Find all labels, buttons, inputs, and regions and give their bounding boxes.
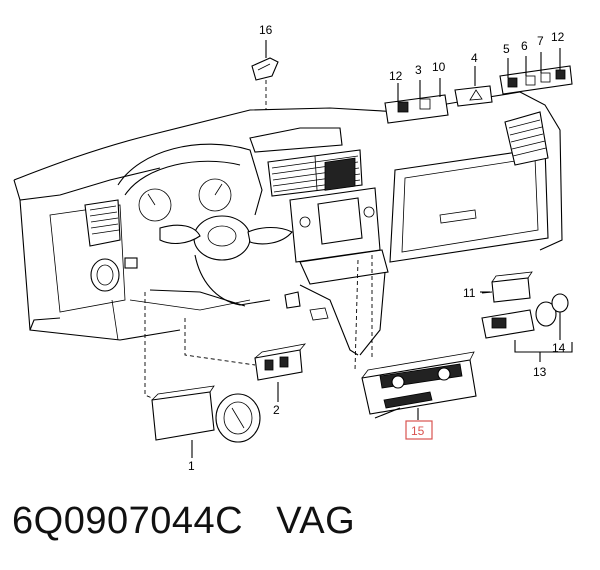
callout-16: 16 bbox=[259, 23, 273, 37]
callout-12-right: 12 bbox=[551, 30, 565, 44]
callout-5: 5 bbox=[503, 42, 510, 56]
part-13-14 bbox=[481, 293, 573, 362]
callout-12-left: 12 bbox=[389, 69, 403, 83]
callout-4: 4 bbox=[471, 51, 478, 65]
callout-1: 1 bbox=[188, 459, 195, 473]
dashboard-exploded-diagram: 16 12 3 10 4 5 6 7 12 11 14 13 2 1 15 bbox=[13, 23, 573, 473]
part-16 bbox=[251, 40, 279, 110]
callout-10: 10 bbox=[432, 60, 446, 74]
callout-2: 2 bbox=[273, 403, 280, 417]
callout-7: 7 bbox=[537, 34, 544, 48]
switch-cluster-left bbox=[384, 78, 449, 124]
part-2 bbox=[184, 318, 307, 402]
callout-15-highlight-box bbox=[405, 420, 433, 440]
part-11 bbox=[481, 271, 533, 303]
callout-11: 11 bbox=[463, 286, 476, 300]
part-1 bbox=[144, 292, 261, 458]
brand-label: VAG bbox=[276, 500, 356, 542]
callout-6: 6 bbox=[521, 39, 528, 53]
callout-14: 14 bbox=[552, 341, 566, 355]
callout-15: 15 bbox=[411, 424, 425, 438]
callout-3: 3 bbox=[415, 63, 422, 77]
switch-cluster-right bbox=[499, 48, 573, 95]
callout-13: 13 bbox=[533, 365, 547, 379]
part-15 bbox=[354, 255, 477, 420]
part-number: 6Q0907044C bbox=[12, 500, 244, 542]
part-number-caption: 6Q0907044C VAG bbox=[12, 500, 355, 554]
hazard-switch bbox=[454, 66, 493, 107]
callout-labels: 16 12 3 10 4 5 6 7 12 11 14 13 2 1 15 bbox=[188, 23, 566, 473]
dashboard-body bbox=[13, 91, 563, 356]
